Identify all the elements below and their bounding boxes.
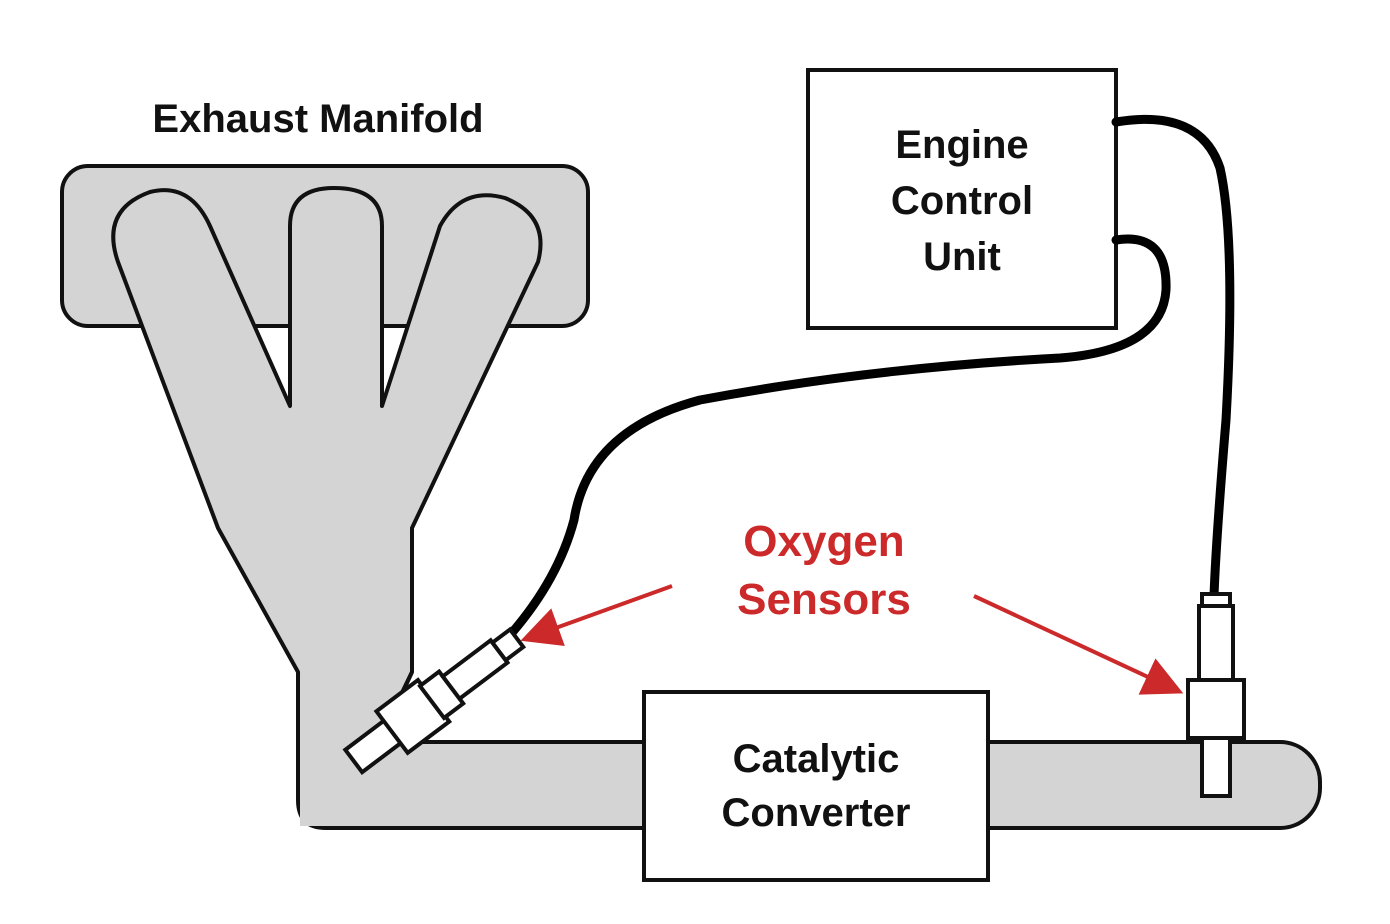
arrow-to-front-sensor bbox=[520, 584, 673, 646]
catalytic-converter-label-line-2: Converter bbox=[722, 791, 911, 835]
ecu-label: Engine Control Unit bbox=[891, 123, 1033, 279]
oxygen-sensors-label-line-1: Oxygen bbox=[743, 517, 904, 566]
rear-sensor-stem bbox=[1197, 604, 1235, 682]
front-oxygen-sensor bbox=[342, 626, 527, 775]
front-sensor-cap bbox=[489, 626, 527, 664]
wire-front-sensor bbox=[505, 234, 1171, 640]
catalytic-converter-box bbox=[642, 690, 990, 882]
ecu-label-line-2: Control bbox=[891, 179, 1033, 223]
catalytic-converter-label: Catalytic Converter bbox=[722, 737, 911, 835]
rear-sensor-hex bbox=[1186, 678, 1246, 740]
ecu-label-line-1: Engine bbox=[895, 123, 1028, 167]
ecu-box bbox=[806, 68, 1118, 330]
rear-sensor-tip bbox=[1200, 736, 1232, 798]
catalytic-converter-label-line-1: Catalytic bbox=[733, 737, 900, 781]
rear-oxygen-sensor bbox=[1186, 592, 1246, 798]
ecu-label-line-3: Unit bbox=[923, 235, 1001, 279]
exhaust-manifold-label: Exhaust Manifold bbox=[152, 97, 483, 141]
exhaust-manifold bbox=[111, 186, 543, 744]
oxygen-sensors-label: Oxygen Sensors bbox=[737, 517, 911, 624]
oxygen-sensors-label-line-2: Sensors bbox=[737, 575, 911, 624]
wire-rear-sensor bbox=[1111, 114, 1235, 601]
arrow-to-rear-sensor bbox=[973, 594, 1184, 695]
